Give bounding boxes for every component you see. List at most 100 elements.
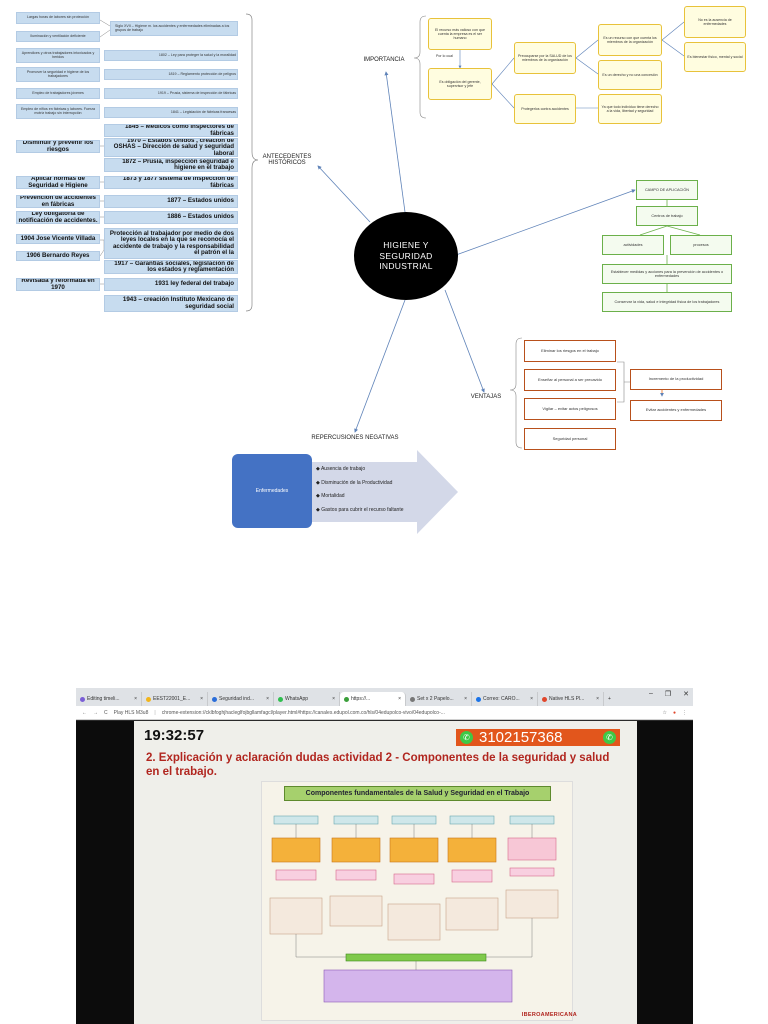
ventaja-node: Evitar accidentes y enfermedades: [630, 400, 722, 421]
antecedente-right-item: 1970 – Estados Unidos , creación de OSHA…: [104, 138, 238, 157]
campo-aplicacion-title: CAMPO DE APLICACIÓN: [636, 180, 698, 200]
repercusion-item: ◆ Mortalidad: [316, 493, 345, 499]
antecedente-small-right: 1919 – Prusia, sistema de inspección de …: [104, 88, 238, 99]
browser-tab-active[interactable]: https://...×: [340, 692, 406, 706]
video-title: 2. Explicación y aclaración dudas activi…: [146, 752, 610, 779]
antecedente-left-item: 1904 Jose Vicente Villada: [16, 234, 100, 244]
repercusiones-arrow: [232, 450, 458, 534]
importancia-node: No es la ausencia de enfermedades: [684, 6, 746, 38]
campo-node: Centros de trabajo: [636, 206, 698, 226]
ventaja-node: Vigilar – evitar actos peligrosos: [524, 398, 616, 420]
importancia-node: Preocuparse por la SALUD de los miembros…: [514, 42, 576, 74]
importancia-node: Es un derecho y no una concesión: [598, 60, 662, 90]
importancia-node: Es obligación del gerente, supervisor y …: [428, 68, 492, 100]
ventaja-node: Seguridad personal: [524, 428, 616, 450]
importancia-node: Es un recurso con que cuenta los miembro…: [598, 24, 662, 56]
maximize-icon[interactable]: ❐: [664, 691, 672, 698]
new-tab-button[interactable]: +: [608, 696, 611, 702]
antecedente-right-item: Protección al trabajador por medio de do…: [104, 228, 238, 259]
extension-icon[interactable]: ●: [672, 709, 676, 716]
antecedente-small-left: Largas horas de labores sin protección: [16, 12, 100, 24]
whatsapp-icon: ✆: [460, 731, 473, 744]
campo-node: procesos: [670, 235, 732, 255]
browser-window: Editing timeli...× EEST22001_E...× Segur…: [76, 688, 693, 1024]
antecedente-right-item: 1931 ley federal del trabajo: [104, 278, 238, 291]
antecedente-small-left: Empleo de trabajadores jóvenes: [16, 88, 100, 99]
antecedente-right-item: 1917 – Garantías sociales, legislación d…: [104, 260, 238, 274]
antecedentes-title: ANTECEDENTES HISTÓRICOS: [262, 154, 312, 166]
importancia-node: Ya que todo individuo tiene derecho a la…: [598, 94, 662, 124]
poster-title: Componentes fundamentales de la Salud y …: [284, 786, 551, 801]
extension-label: Play HLS M3u8: [113, 709, 149, 716]
repercusiones-title: REPERCUSIONES NEGATIVAS: [311, 435, 399, 441]
video-left-bar: [76, 721, 134, 1024]
repercusion-item: ◆ Ausencia de trabajo: [316, 466, 366, 472]
close-window-icon[interactable]: ✕: [683, 691, 689, 698]
whatsapp-icon: ✆: [603, 731, 616, 744]
close-icon[interactable]: ×: [266, 696, 269, 702]
campo-node: actividades: [602, 235, 664, 255]
antecedente-right-item: 1886 – Estados unidos: [104, 211, 238, 224]
video-right-bar: [637, 721, 693, 1024]
importancia-node: El recurso más valioso con que cuenta la…: [428, 18, 492, 50]
antecedente-right-item: 1877 – Estados unidos: [104, 195, 238, 208]
antecedente-small-right: 1841 – Legislación de fábricas francesas: [104, 107, 238, 118]
central-topic-line-1: HIGIENE Y: [383, 240, 429, 251]
importancia-node: Es bienestar físico, mental y social: [684, 42, 746, 72]
browser-tab[interactable]: Set x 2 Papelo...×: [406, 692, 472, 706]
antecedente-left-item: Disminuir y prevenir los riesgos: [16, 140, 100, 153]
close-icon[interactable]: ×: [530, 696, 533, 702]
ventaja-node: Incremento de la productividad: [630, 369, 722, 390]
star-icon[interactable]: ☆: [662, 709, 667, 716]
reload-icon[interactable]: C: [104, 709, 108, 716]
back-icon[interactable]: ←: [82, 709, 87, 716]
antecedente-small-right: Siglo XVII – Higiene m. los accidentes y…: [110, 21, 238, 36]
antecedente-right-item: 1845 – Médicos como Inspectores de fábri…: [104, 124, 238, 137]
antecedente-small-left: Aprendices y otros trabajadores intoxica…: [16, 48, 100, 63]
repercusiones-list: ◆ Ausencia de trabajo ◆ Disminución de l…: [316, 466, 404, 514]
tab-strip: Editing timeli...× EEST22001_E...× Segur…: [76, 688, 693, 706]
close-icon[interactable]: ×: [332, 696, 335, 702]
browser-tab[interactable]: EEST22001_E...×: [142, 692, 208, 706]
antecedente-right-item: 1872 – Prusia, inspección seguridad e hi…: [104, 158, 238, 172]
forward-icon[interactable]: →: [93, 709, 98, 716]
ventajas-title: VENTAJAS: [470, 394, 502, 400]
central-topic-node: HIGIENE Y SEGURIDAD INDUSTRIAL: [354, 212, 458, 300]
antecedente-left-item: Prevención de accidentes en fábricas: [16, 195, 100, 208]
close-icon[interactable]: ×: [200, 696, 203, 702]
close-icon[interactable]: ×: [134, 696, 137, 702]
central-topic-line-3: INDUSTRIAL: [379, 261, 433, 272]
repercusion-item: ◆ Gastos para cubrir el recurso faltante: [316, 506, 404, 513]
antecedente-left-item: 1906 Bernardo Reyes: [16, 251, 100, 261]
enfermedades-box: Enfermedades: [255, 488, 289, 494]
browser-tab[interactable]: Native HLS Pl...×: [538, 692, 604, 706]
central-topic-line-2: SEGURIDAD: [379, 250, 433, 261]
components-poster: Componentes fundamentales de la Salud y …: [261, 781, 573, 1021]
antecedente-right-item: 1943 – creación Instituto Mexicano de se…: [104, 295, 238, 312]
browser-tab[interactable]: Correo: CARO...×: [472, 692, 538, 706]
menu-icon[interactable]: ⋮: [682, 709, 687, 716]
campo-node: Establecer medidas y acciones para la pr…: [602, 264, 732, 284]
close-icon[interactable]: ×: [464, 696, 467, 702]
browser-tab[interactable]: Editing timeli...×: [76, 692, 142, 706]
whatsapp-banner: ✆ 3102157368 ✆: [456, 729, 620, 746]
antecedente-small-right: 1819 – Reglamento protección de peligros: [104, 69, 238, 80]
antecedente-left-item: Ley obligatoria de notificación de accid…: [16, 211, 100, 224]
video-frame[interactable]: 19:32:57 ✆ 3102157368 ✆ 2. Explicación y…: [134, 721, 637, 1024]
browser-tab[interactable]: WhatsApp×: [274, 692, 340, 706]
antecedente-right-item: 1873 y 1877 sistema de inspección de fáb…: [104, 176, 238, 189]
close-icon[interactable]: ×: [596, 696, 599, 702]
antecedente-small-right: 1802 – Ley para proteger la salud y la m…: [104, 50, 238, 61]
ventaja-node: Enseñar al personal a ser precavido: [524, 369, 616, 391]
browser-tab[interactable]: Seguridad ind...×: [208, 692, 274, 706]
campo-node: Conservar la vida, salud e integridad fí…: [602, 292, 732, 312]
poster-diagram: [269, 815, 559, 1003]
minimize-icon[interactable]: –: [648, 690, 653, 697]
phone-number: 3102157368: [479, 729, 563, 746]
window-controls: – ❐ ✕: [649, 690, 689, 698]
url-text[interactable]: chrome-extension://cklbfoghjhacleglfojbg…: [161, 709, 445, 716]
video-clock: 19:32:57: [144, 727, 205, 744]
close-icon[interactable]: ×: [398, 696, 401, 702]
antecedente-left-item: Revisada y reformada en 1970: [16, 278, 100, 291]
repercusion-item: ◆ Disminución de la Productividad: [316, 479, 393, 486]
